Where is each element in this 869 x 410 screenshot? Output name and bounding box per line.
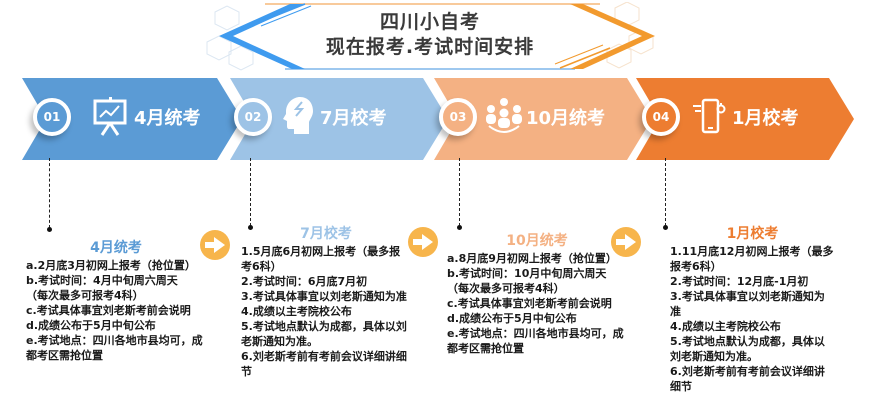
detail-line: 5.考试地点默认为成都，具体以刘老斯通知为准。 <box>241 320 407 348</box>
detail-column-1: 4月统考 a.2月底3月初网上报考（抢位置） b.考试时间：4月中旬周六周天 （… <box>26 239 206 363</box>
step-label: 7月校考 <box>320 108 387 129</box>
people-group-icon <box>484 96 524 136</box>
detail-column-3: 10月统考 a.8月底9月初网上报考（抢位置） b.考试时间：10月中旬周六周天… <box>447 232 627 356</box>
detail-line: 4.成绩以主考院校公布 <box>241 305 352 318</box>
connector-dot-4 <box>663 225 668 230</box>
arrow-right-icon <box>408 227 438 257</box>
detail-line: 2.考试时间：6月底7月初 <box>241 275 368 288</box>
connector-dot-3 <box>457 225 462 230</box>
chevron-shape-icon <box>434 78 652 160</box>
chevron-shape-icon <box>636 78 854 160</box>
chevron-shape-icon <box>230 78 448 160</box>
step-3: 03 10月统考 <box>434 78 652 160</box>
connector-line-1 <box>49 158 50 228</box>
detail-line: c.考试具体事宜刘老斯考前会说明 <box>447 297 612 310</box>
connector-dot-2 <box>248 225 253 230</box>
step-1: 01 4月统考 <box>22 78 242 160</box>
connector-line-4 <box>665 158 666 226</box>
detail-title: 7月校考 <box>300 226 352 242</box>
banner-title: 四川小自考 <box>379 11 480 33</box>
detail-title: 1月校考 <box>726 226 779 242</box>
detail-line: 6.刘老斯考前有考前会议详细讲细节 <box>670 365 825 393</box>
detail-line: 5.考试地点默认为成都，具体以刘老斯通知为准。 <box>670 335 825 363</box>
detail-line: c.考试具体事宜刘老斯考前会说明 <box>26 304 191 317</box>
step-number-badge: 02 <box>234 98 272 136</box>
detail-line: （每次最多可报考4科） <box>447 282 565 295</box>
step-4: 04 1月校考 <box>636 78 854 160</box>
smartphone-settings-icon <box>692 96 728 136</box>
detail-column-4: 1月校考 1.11月底12月初网上报考（最多报考6科） 2.考试时间：12月底-… <box>670 225 835 394</box>
detail-line: 2.考试时间：12月底-1月初 <box>670 275 809 288</box>
banner-frame-icon <box>206 2 655 71</box>
detail-line: b.考试时间：10月中旬周六周天 <box>447 267 607 280</box>
detail-line: 3.考试具体事宜以刘老斯通知为准 <box>670 290 825 318</box>
detail-line: a.2月底3月初网上报考（抢位置） <box>26 259 196 272</box>
step-label: 4月统考 <box>134 108 201 129</box>
detail-line: d.成绩公布于5月中旬公布 <box>447 312 577 325</box>
detail-line: b.考试时间：4月中旬周六周天 <box>26 274 178 287</box>
step-number-badge: 01 <box>33 98 71 136</box>
detail-line: e.考试地点：四川各地市县均可，成都考区需抢位置 <box>26 334 203 362</box>
step-2: 02 7月校考 <box>230 78 448 160</box>
step-label: 1月校考 <box>732 108 799 129</box>
detail-line: 4.成绩以主考院校公布 <box>670 320 781 333</box>
presentation-chart-icon <box>92 96 128 136</box>
step-number-badge: 04 <box>642 98 680 136</box>
detail-line: a.8月底9月初网上报考（抢位置） <box>447 252 617 265</box>
detail-line: 6.刘老斯考前有考前会议详细讲细节 <box>241 350 407 378</box>
arrow-right-icon <box>611 227 641 257</box>
banner-subtitle: 现在报考.考试时间安排 <box>325 36 535 58</box>
detail-line: 3.考试具体事宜以刘老斯通知为准 <box>241 290 407 303</box>
title-banner: 四川小自考 现在报考.考试时间安排 <box>205 2 655 72</box>
arrow-right-icon <box>200 230 230 260</box>
connector-dot-1 <box>47 227 52 232</box>
detail-line: （每次最多可报考4科） <box>26 289 144 302</box>
head-idea-icon <box>280 96 316 136</box>
step-label: 10月统考 <box>526 108 606 129</box>
detail-line: 1.11月底12月初网上报考（最多报考6科） <box>670 245 834 273</box>
detail-column-2: 7月校考 1.5月底6月初网上报考（最多报考6科） 2.考试时间：6月底7月初 … <box>241 225 411 379</box>
detail-title: 4月统考 <box>90 240 142 256</box>
detail-line: 1.5月底6月初网上报考（最多报考6科） <box>241 245 401 273</box>
chevron-shape-icon <box>22 78 242 160</box>
connector-line-3 <box>459 158 460 226</box>
detail-line: d.成绩公布于5月中旬公布 <box>26 319 156 332</box>
step-number-badge: 03 <box>439 98 477 136</box>
detail-line: e.考试地点：四川各地市县均可，成都考区需抢位置 <box>447 327 624 355</box>
connector-line-2 <box>250 158 251 226</box>
detail-title: 10月统考 <box>506 233 568 249</box>
